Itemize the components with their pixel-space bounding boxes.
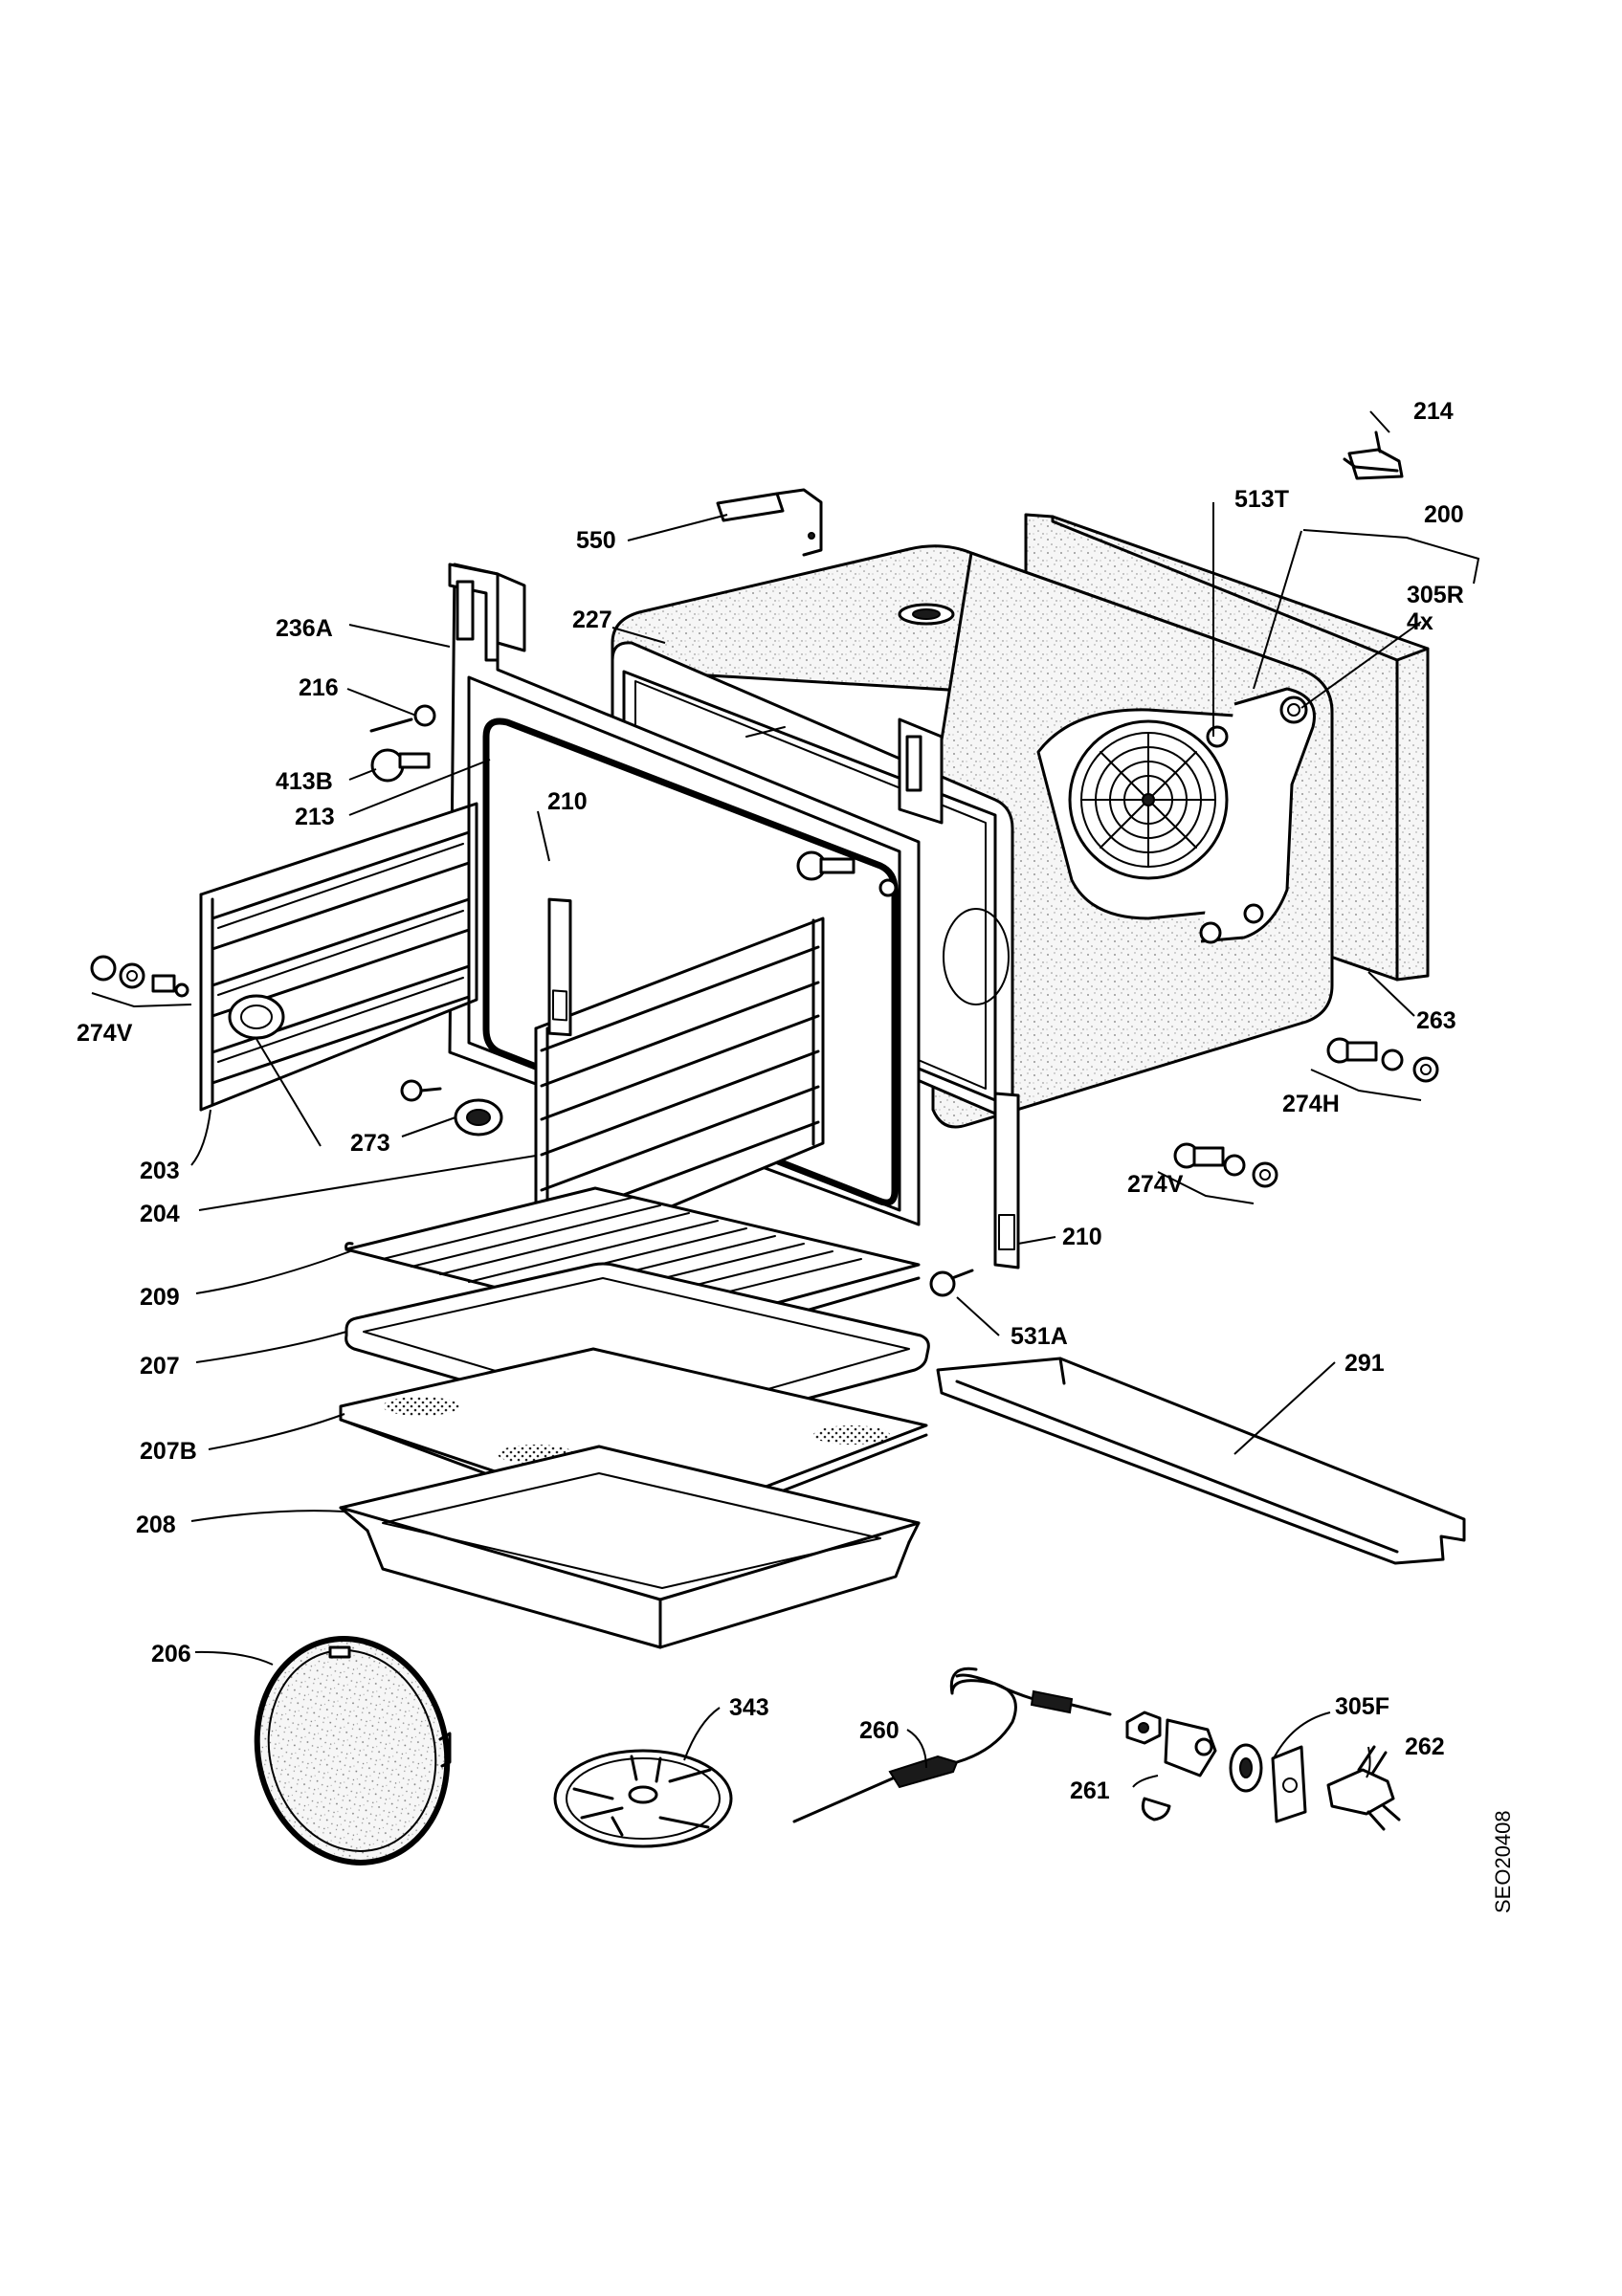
lamp-holder-outer xyxy=(993,1092,1020,1269)
deep-pan xyxy=(339,1445,921,1649)
wire-rack xyxy=(344,1186,921,1349)
label-203: 203 xyxy=(140,1158,180,1184)
label-263: 263 xyxy=(1416,1007,1456,1034)
label-274H: 274H xyxy=(1282,1091,1340,1117)
door-clip xyxy=(716,488,823,557)
left-shelf-rail xyxy=(199,802,478,1112)
leader-lines xyxy=(190,410,1480,1788)
label-204: 204 xyxy=(140,1201,180,1227)
round-filter xyxy=(254,1636,452,1866)
lamp-holder-inner xyxy=(547,897,572,1037)
screw-531A xyxy=(929,1269,974,1297)
label-273: 273 xyxy=(350,1130,390,1157)
label-260: 260 xyxy=(859,1717,900,1744)
label-4x: 4x xyxy=(1407,608,1433,635)
label-207: 207 xyxy=(140,1353,180,1380)
label-274V-right: 274V xyxy=(1127,1171,1184,1198)
door-switch xyxy=(1343,430,1404,480)
bumper-set-left xyxy=(90,955,192,1008)
label-305F: 305F xyxy=(1335,1693,1389,1720)
meat-probe xyxy=(792,1667,1112,1823)
label-262: 262 xyxy=(1405,1733,1445,1760)
label-305R: 305R xyxy=(1407,582,1464,608)
label-214: 214 xyxy=(1413,398,1454,425)
fan-cover-plate xyxy=(553,1749,733,1848)
label-209: 209 xyxy=(140,1284,180,1311)
label-513T: 513T xyxy=(1234,486,1289,513)
label-227: 227 xyxy=(572,607,612,633)
drawing-code: SEO20408 xyxy=(1491,1810,1515,1913)
label-274V-left: 274V xyxy=(77,1020,133,1047)
bumper-set-right xyxy=(1157,1037,1439,1204)
label-550: 550 xyxy=(576,527,616,554)
label-213: 213 xyxy=(295,804,335,830)
label-413B: 413B xyxy=(276,768,333,795)
label-216: 216 xyxy=(299,674,339,701)
label-531A: 531A xyxy=(1011,1323,1068,1350)
screws-left xyxy=(369,704,442,1102)
label-236A: 236A xyxy=(276,615,333,642)
label-206: 206 xyxy=(151,1641,191,1667)
label-200: 200 xyxy=(1424,501,1464,528)
part-labels: 214 550 513T 200 305R 4x 236A 227 216 41… xyxy=(77,398,1464,1804)
label-207B: 207B xyxy=(140,1438,197,1465)
label-210-inner: 210 xyxy=(547,788,588,815)
lamp-cover xyxy=(228,994,503,1137)
probe-socket-assembly xyxy=(1125,1711,1401,1831)
label-210-outer: 210 xyxy=(1062,1224,1102,1250)
label-261: 261 xyxy=(1070,1777,1110,1804)
grill-plate xyxy=(936,1357,1466,1565)
label-291: 291 xyxy=(1344,1350,1385,1377)
label-343: 343 xyxy=(729,1694,769,1721)
fan-motor-assembly xyxy=(1036,687,1316,944)
label-208: 208 xyxy=(136,1512,176,1538)
